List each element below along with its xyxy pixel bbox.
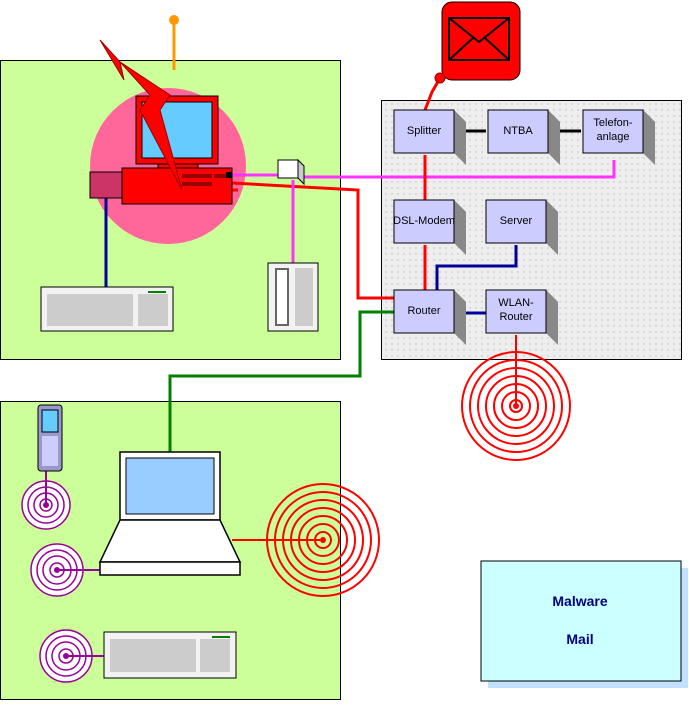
keyboard-icon [40,286,174,332]
legend-malware-text: Malware [552,593,607,609]
server-label: Server [500,215,533,227]
antenna-tip-icon [169,15,179,25]
telefonanlage-box[interactable]: Telefon- anlage [582,109,655,165]
router-label: Router [407,305,440,317]
wlan-signal-center [513,403,519,409]
laptop-icon [98,451,242,576]
splitter-label: Splitter [407,125,442,137]
wireless-keyboard-icon [103,631,237,679]
ntba-box[interactable]: NTBA [487,109,560,165]
wlan-router-label-2: Router [499,311,532,323]
tae-socket-icon [277,159,299,179]
telefonanlage-label-2: anlage [596,131,629,143]
malware-mail-icon [434,1,521,84]
laptop-signal-center [320,537,326,543]
wlan-router-box[interactable]: WLAN- Router [485,289,558,345]
tae-socket-side [297,158,305,186]
telephone-icon [267,262,319,332]
ntba-label: NTBA [503,125,533,137]
wlan-signal-rings [461,351,571,461]
dsl-modem-label: DSL-Modem [393,215,455,227]
telefonanlage-label-1: Telefon- [593,117,632,129]
wlan-router-label-1: WLAN- [498,297,534,309]
server-box[interactable]: Server [485,199,558,255]
lightning-attack-icon [99,39,183,191]
legend-mail-text: Mail [566,631,593,647]
dsl-modem-box[interactable]: DSL-Modem [393,199,466,255]
router-box[interactable]: Router [393,289,466,345]
mobile-phone-icon [37,404,63,472]
legend-box: Malware Mail [480,560,688,688]
splitter-box[interactable]: Splitter [393,109,466,165]
